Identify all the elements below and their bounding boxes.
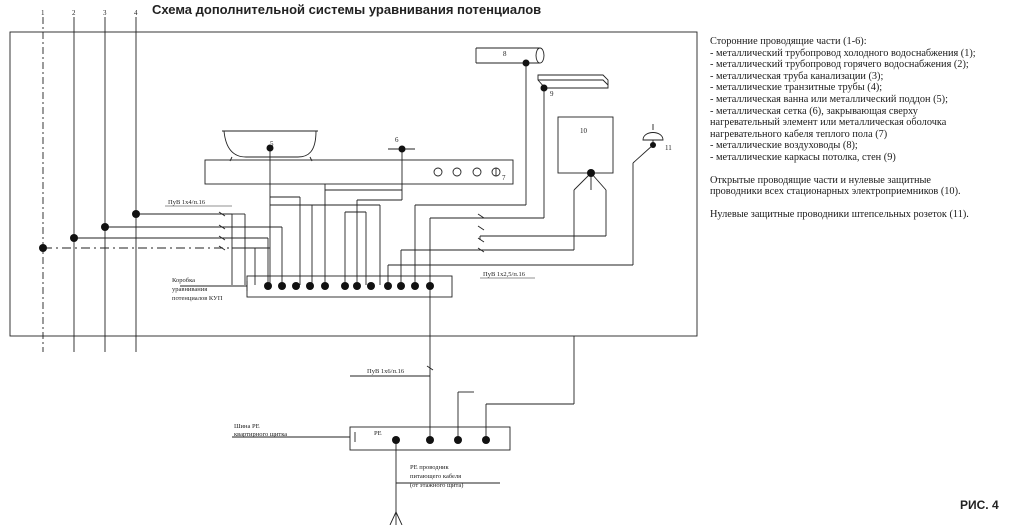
equipotential-box [246, 275, 453, 298]
pe-conductor-label-line-1: РЕ проводник [410, 464, 450, 471]
legend-item: нагревательного кабеля теплого пола (7) [710, 128, 888, 140]
legend-item: - металлическая сетка (6), закрывающая с… [710, 105, 918, 117]
pipe-1-number: 1 [41, 9, 45, 17]
ceiling-frame [537, 74, 609, 89]
socket-symbol [642, 132, 664, 141]
box-label-line-1: Коробка [172, 277, 195, 284]
legend: Сторонние проводящие части (1-6): - мета… [710, 36, 1030, 220]
legend-header: Сторонние проводящие части (1-6): [710, 36, 867, 47]
wire-label-1x4: ПуВ 1х4/п.16 [168, 199, 206, 206]
legend-exposed-line-1: Открытые проводящие части и нулевые защи… [710, 174, 931, 186]
legend-socket-conductors: Нулевые защитные проводники штепсельных … [710, 208, 969, 220]
floor-heating-panel [204, 159, 514, 185]
mesh-number: 6 [395, 136, 399, 144]
legend-item: - металлические транзитные трубы (4); [710, 82, 883, 94]
pipe-2-number: 2 [72, 9, 76, 17]
figure-label: РИС. 4 [960, 498, 999, 512]
socket-number: 11 [665, 144, 672, 152]
pe-conductor-label-line-3: (от этажного щита) [410, 482, 463, 489]
legend-item: - металлические каркасы потолка, стен (9… [710, 151, 896, 163]
pipe-4-number: 4 [134, 9, 138, 17]
panel-number: 7 [502, 174, 506, 182]
legend-item: - металлическая труба канализации (3); [710, 70, 884, 82]
air-duct [475, 47, 540, 64]
wire-label-1x6: ПуВ 1х6/п.16 [367, 368, 405, 375]
pe-bus-label-line-1: Шина РЕ [234, 423, 260, 430]
ceiling-number: 9 [550, 90, 554, 98]
equipotential-diagram: 1 2 3 4 5 6 7 8 9 10 11 ПуВ 1х4/п.16 ПуВ… [9, 9, 698, 525]
pe-conductor-label-line-2: питающего кабеля [410, 473, 461, 480]
legend-item: - металлический трубопровод горячего вод… [710, 59, 969, 71]
bathtub [222, 130, 318, 158]
equipment-box [557, 116, 614, 174]
legend-exposed-line-2: проводники всех стационарных электроприе… [710, 186, 961, 198]
box-label-line-2: уравнивания [172, 286, 207, 293]
legend-item: - металлические воздуховоды (8); [710, 140, 858, 152]
pipe-3-number: 3 [103, 9, 107, 17]
box-label-line-3: потенциалов КУП [172, 295, 223, 302]
diagram-title: Схема дополнительной системы уравнивания… [152, 2, 542, 17]
equipment-number: 10 [580, 127, 588, 135]
pe-bus [349, 426, 511, 451]
legend-item: - металлическая ванна или металлический … [710, 93, 948, 105]
wire-label-1x25: ПуВ 1х2,5/п.16 [483, 271, 526, 278]
legend-item: - металлический трубопровод холодного во… [710, 47, 976, 59]
pe-label: РЕ [374, 430, 382, 437]
room-frame [9, 31, 698, 337]
pe-bus-label-line-2: квартирного щитка [234, 431, 287, 438]
duct-number: 8 [503, 50, 507, 58]
legend-item: нагревательный элемент или металлическая… [710, 117, 947, 129]
bathtub-number: 5 [270, 140, 274, 148]
